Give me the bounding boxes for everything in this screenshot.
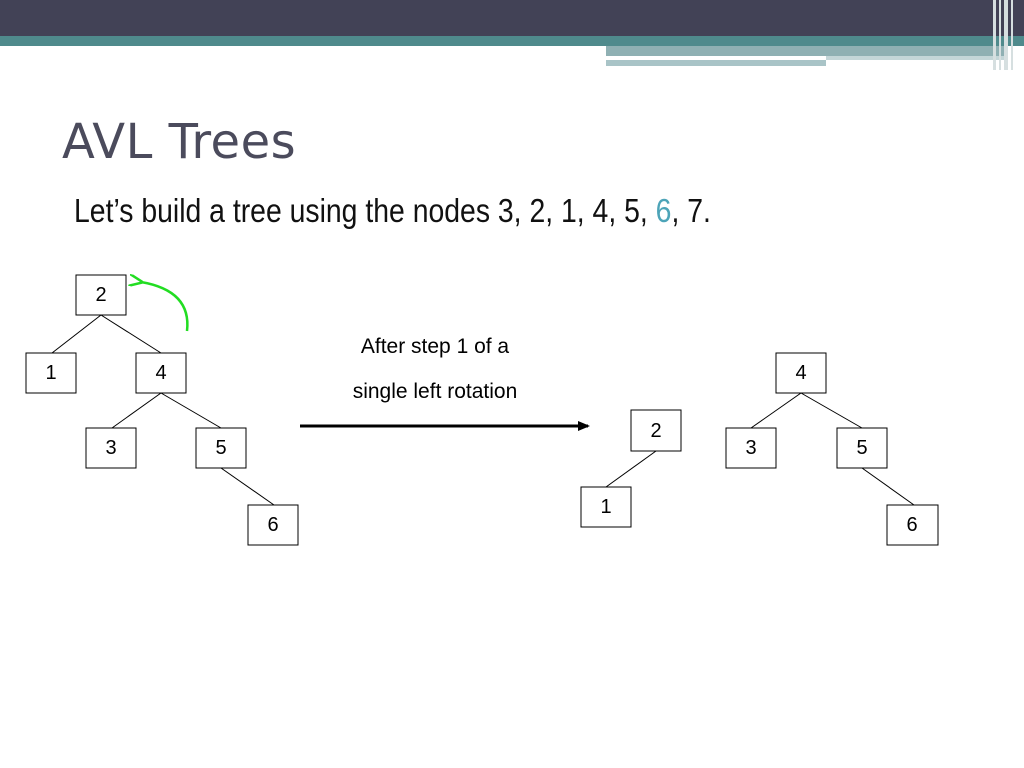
header-stripes [993, 0, 1017, 70]
header-decor-bar [606, 46, 1006, 56]
tree-node: 2 [630, 409, 682, 452]
tree-node: 5 [195, 427, 247, 469]
rotation-arrow [141, 282, 189, 332]
tree-node: 1 [580, 486, 632, 528]
node-label: 3 [105, 437, 116, 459]
tree-edge [160, 392, 222, 429]
tree-edge [800, 392, 863, 429]
caption-line-1: After step 1 of a [360, 335, 510, 358]
tree-node: 4 [135, 352, 187, 394]
node-label: 4 [795, 362, 806, 384]
subtitle-text: Let’s build a tree using the nodes 3, 2,… [74, 192, 656, 229]
node-label: 5 [856, 437, 867, 459]
slide-title: AVL Trees [62, 114, 297, 170]
header-accent-bar [0, 36, 1024, 46]
subtitle-highlight: 6 [655, 192, 672, 229]
tree-node: 2 [75, 274, 127, 316]
node-label: 2 [650, 420, 661, 442]
node-label: 6 [906, 514, 917, 536]
subtitle-text-end: , 7. [671, 192, 711, 229]
tree-node: 1 [25, 352, 77, 394]
tree-edge [750, 392, 802, 429]
caption-line-2: single left rotation [352, 380, 518, 403]
tree-edge [861, 467, 915, 506]
node-label: 4 [155, 362, 166, 384]
tree-edge [51, 314, 102, 354]
node-label: 6 [267, 514, 278, 536]
slide-subtitle: Let’s build a tree using the nodes 3, 2,… [74, 192, 711, 230]
node-label: 1 [600, 496, 611, 518]
tree-node: 4 [775, 352, 827, 394]
tree-node: 3 [85, 427, 137, 469]
header-decor-bar [826, 56, 1006, 60]
header-decor-bar [606, 60, 826, 66]
tree-edge [111, 392, 162, 429]
tree-node: 3 [725, 427, 777, 469]
node-label: 5 [215, 437, 226, 459]
node-label: 2 [95, 284, 106, 306]
header-bar [0, 0, 1024, 36]
tree-node: 6 [247, 504, 299, 546]
tree-edge [220, 467, 275, 506]
tree-node: 5 [836, 427, 888, 469]
tree-edge [100, 314, 162, 354]
tree-edge [605, 450, 657, 488]
node-label: 3 [745, 437, 756, 459]
tree-node: 6 [886, 504, 939, 546]
node-label: 1 [45, 362, 56, 384]
